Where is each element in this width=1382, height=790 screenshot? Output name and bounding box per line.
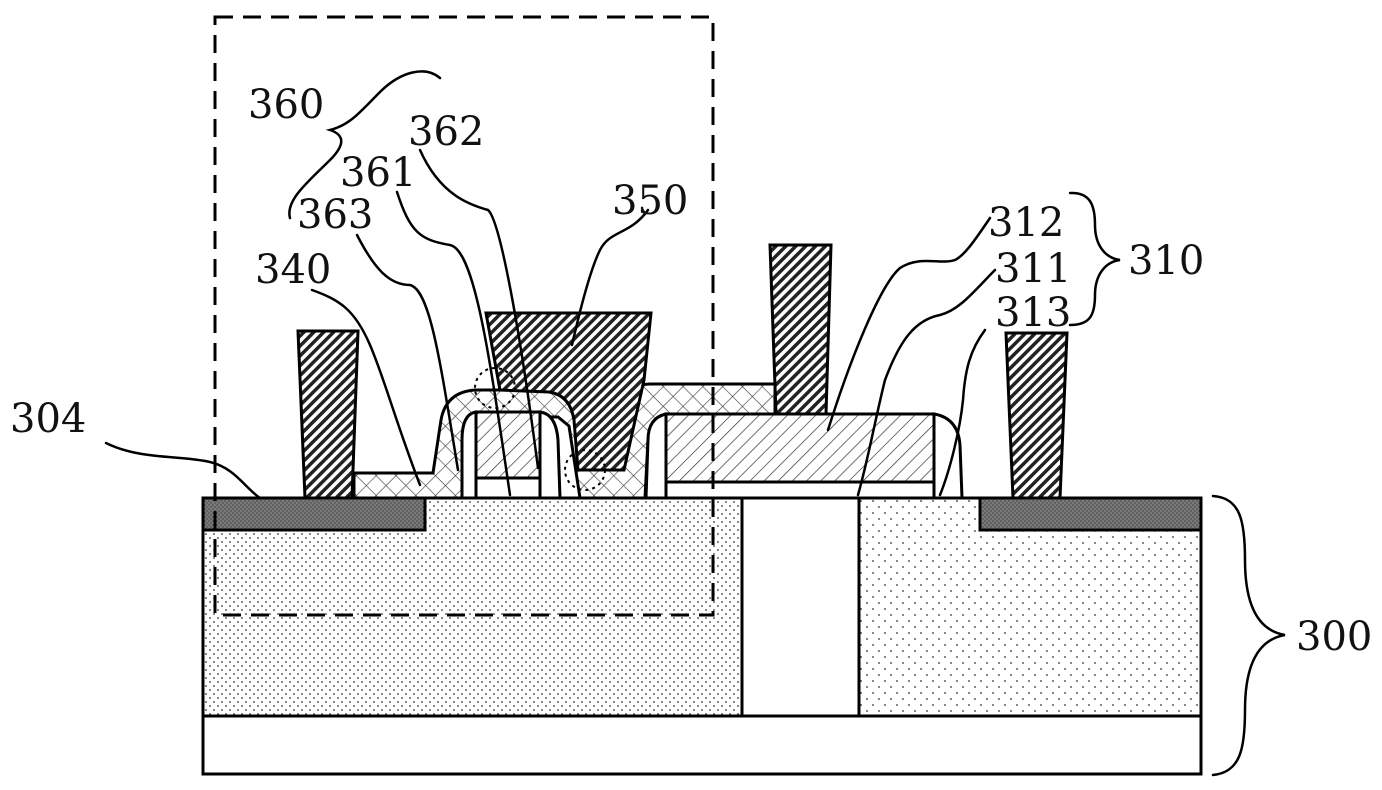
brace-360 [288,70,442,220]
right-silicide-pad [978,496,1203,532]
right-well-region [857,496,1203,718]
label-350: 350 [612,178,688,224]
leader-361 [395,190,512,497]
left-gate-spacer-left [460,410,478,500]
leader-313 [938,328,987,497]
label-311: 311 [995,246,1071,292]
right-gate-spacer-left [644,412,668,500]
left-silicide-pad [201,496,427,532]
label-363: 363 [297,192,373,238]
label-340: 340 [255,247,331,293]
brace-310 [1068,191,1121,327]
isolation-trench [740,496,861,718]
left-contact-plug [296,329,360,500]
leader-312 [826,216,992,432]
leader-311 [856,268,997,497]
right-contact-plug [1004,331,1069,500]
label-360: 360 [248,82,324,128]
leader-340 [310,288,422,487]
right-gate-oxide [664,480,936,500]
highlight-circle-bottom [564,449,606,491]
label-310: 310 [1128,238,1204,284]
label-362: 362 [408,109,484,155]
label-313: 313 [995,290,1071,336]
leader-362 [418,148,540,470]
dashed-region-box [213,15,715,617]
left-gate-stack [474,410,542,480]
brace-300 [1211,494,1286,777]
leader-363 [355,233,460,472]
label-304: 304 [10,396,86,442]
leader-304 [104,441,262,500]
middle-contact-plug [768,243,833,416]
label-361: 361 [340,150,416,196]
label-312: 312 [988,200,1064,246]
leader-350 [570,208,650,347]
right-gate-spacer-right [932,412,964,500]
left-gate-spacer-right [538,410,562,500]
label-300: 300 [1296,614,1372,660]
center-contact-350 [484,311,653,472]
substrate-base-layer [201,714,1203,776]
right-gate-electrode [664,412,936,484]
highlight-circle-top [474,367,516,409]
left-well-region [201,496,744,718]
